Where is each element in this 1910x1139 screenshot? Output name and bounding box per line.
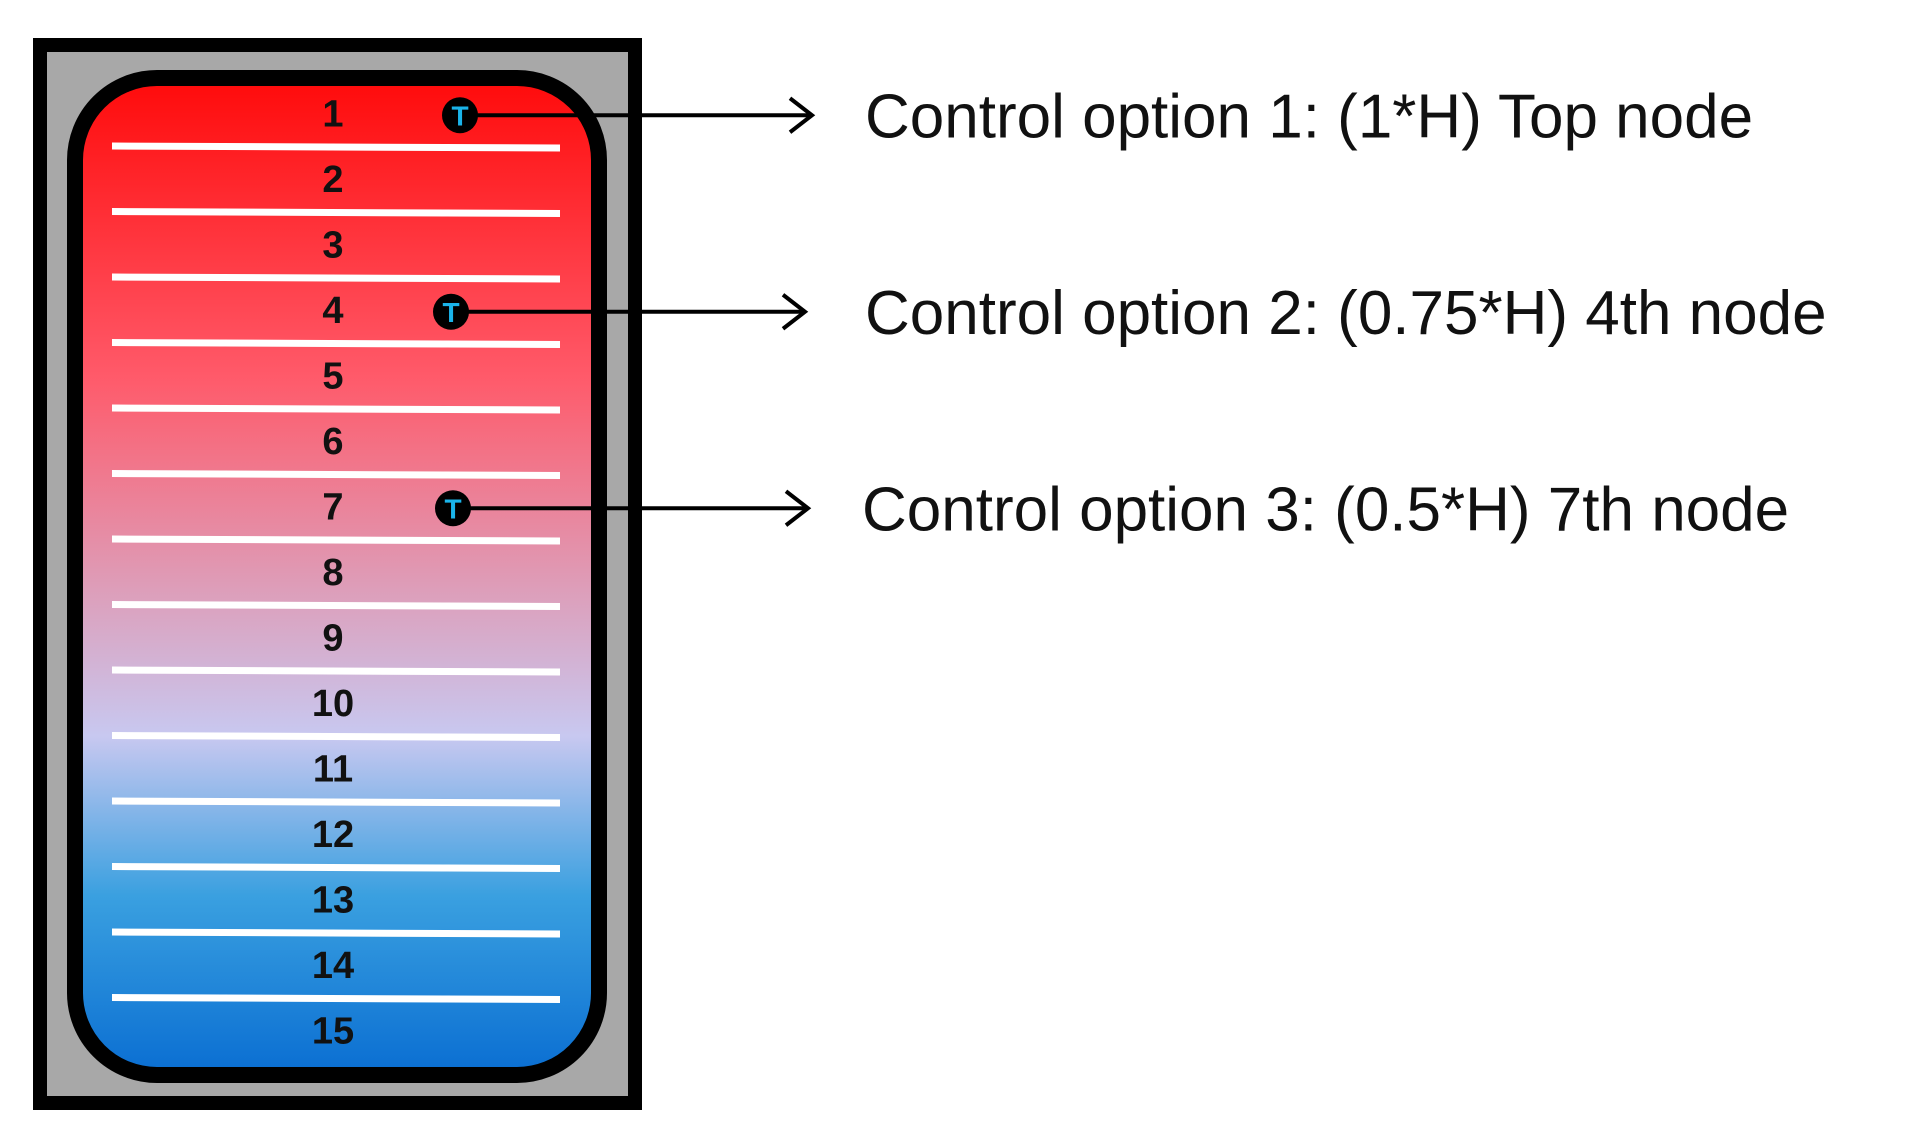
tank-body — [67, 70, 607, 1083]
arrow-head-icon — [781, 293, 809, 331]
node-divider — [111, 601, 561, 610]
node-label: 5 — [322, 355, 343, 397]
node-divider — [111, 863, 561, 872]
node-divider — [111, 404, 561, 414]
node-divider — [111, 273, 561, 283]
node-divider — [111, 928, 561, 938]
sensor-letter: T — [442, 297, 459, 328]
sensor-letter: T — [451, 100, 468, 131]
node-divider — [111, 797, 561, 807]
node-label: 15 — [312, 1010, 354, 1052]
node-label: 11 — [313, 748, 353, 790]
sensor-3: T Control option 3: (0.5*H) 7th node — [435, 475, 1789, 544]
temperature-sensor-icon — [433, 293, 469, 330]
node-dividers — [111, 142, 561, 1003]
node-label: 14 — [312, 945, 354, 987]
node-label: 9 — [322, 617, 343, 659]
node-label: 7 — [322, 486, 343, 528]
node-label: 6 — [322, 421, 343, 463]
node-label: 3 — [322, 224, 343, 266]
node-divider — [111, 208, 561, 217]
node-label: 4 — [322, 290, 343, 332]
arrow-head-icon — [788, 96, 816, 134]
node-divider — [111, 994, 561, 1003]
temperature-sensor-icon — [435, 490, 471, 527]
control-option-label: Control option 1: (1*H) Top node — [865, 82, 1753, 151]
control-option-label: Control option 2: (0.75*H) 4th node — [865, 279, 1827, 348]
temperature-sensor-icon — [442, 97, 478, 134]
node-label: 12 — [312, 814, 354, 856]
node-divider — [111, 666, 561, 676]
node-label: 8 — [322, 552, 343, 594]
arrow-head-icon — [784, 489, 812, 527]
sensor-2: T Control option 2: (0.75*H) 4th node — [433, 279, 1827, 348]
sensor-letter: T — [444, 493, 461, 524]
control-option-label: Control option 3: (0.5*H) 7th node — [862, 475, 1789, 544]
node-divider — [111, 732, 561, 741]
node-label: 1 — [322, 93, 343, 135]
node-divider — [111, 535, 561, 545]
sensor-1: T Control option 1: (1*H) Top node — [442, 82, 1753, 151]
node-label: 2 — [322, 159, 343, 201]
node-label: 13 — [312, 879, 354, 921]
node-divider — [111, 339, 561, 348]
node-divider — [111, 470, 561, 479]
node-divider — [111, 142, 561, 152]
node-label: 10 — [312, 683, 354, 725]
